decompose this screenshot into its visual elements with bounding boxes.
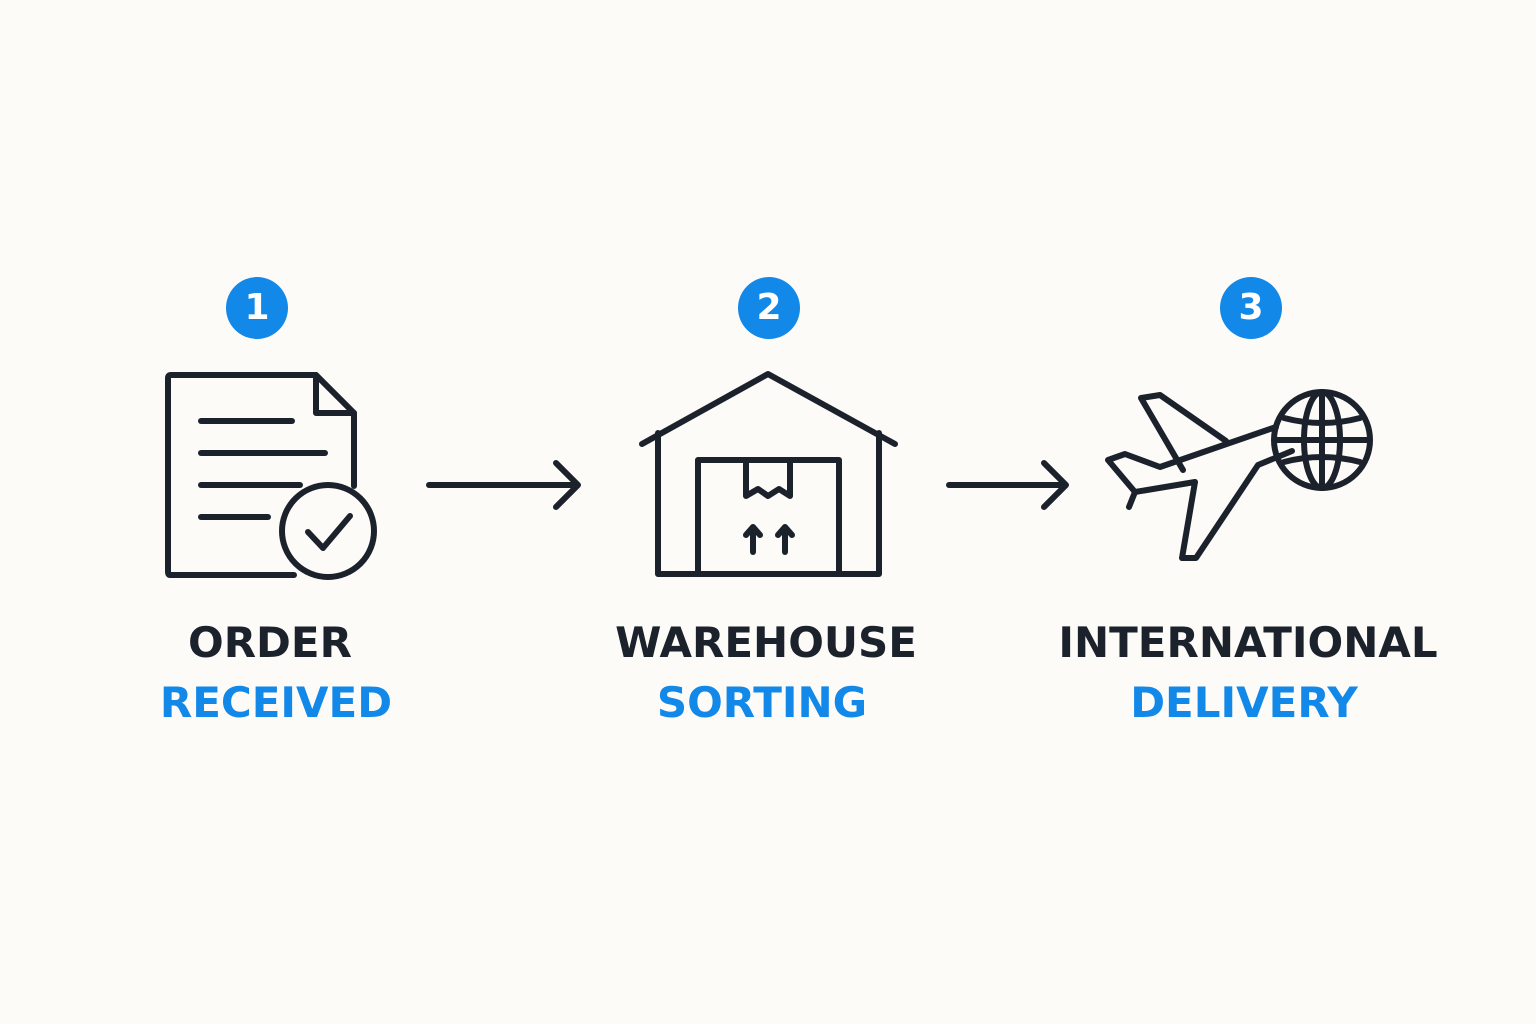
step-2-badge: 2 [738, 277, 800, 339]
step-3-title-line1: INTERNATIONAL [1058, 618, 1438, 667]
step-1-title-line1: ORDER [188, 618, 352, 667]
step-1-title-line2: RECEIVED [159, 678, 393, 727]
document-check-icon [165, 372, 377, 580]
step-3-number: 3 [1238, 287, 1264, 328]
step-3-title-line2: DELIVERY [1130, 678, 1358, 727]
arrow-right-icon [946, 460, 1069, 510]
step-2-title-line1: WAREHOUSE [615, 618, 917, 667]
warehouse-icon [639, 371, 898, 577]
step-2-number: 2 [756, 287, 782, 328]
airplane-globe-icon [1105, 389, 1373, 561]
step-2-title-line2: SORTING [656, 678, 868, 727]
arrow-right-icon [426, 460, 581, 510]
step-1-number: 1 [244, 287, 270, 328]
step-3-badge: 3 [1220, 277, 1282, 339]
step-1-badge: 1 [226, 277, 288, 339]
